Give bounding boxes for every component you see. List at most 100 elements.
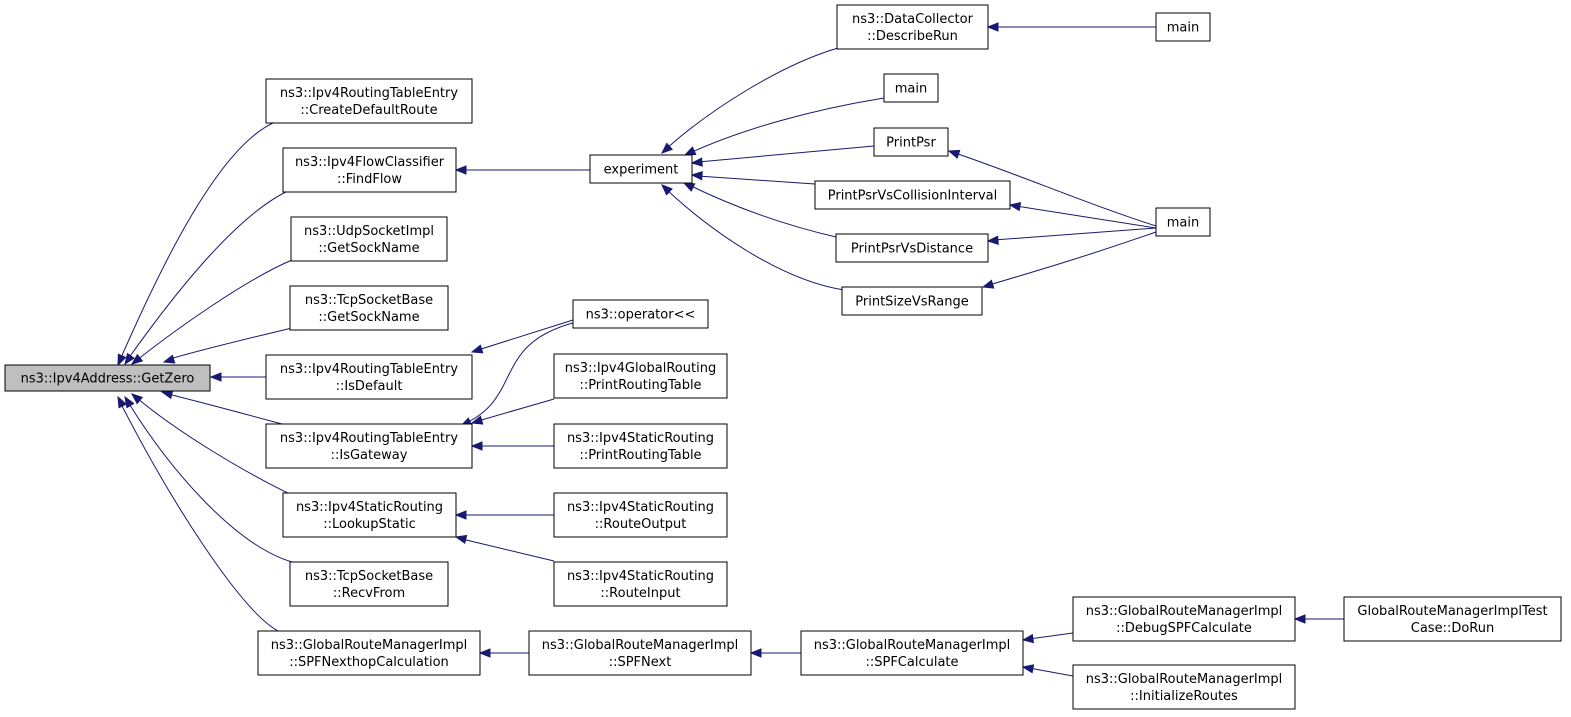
node-box bbox=[1155, 207, 1211, 237]
e-describerun-experiment-line bbox=[666, 47, 839, 149]
e-printsize-experiment-arrowhead bbox=[661, 184, 673, 196]
e-createdefaultroute-getzero bbox=[117, 122, 274, 367]
node-routeinput[interactable]: ns3::Ipv4StaticRouting::RouteInput bbox=[553, 561, 728, 607]
node-label: ::GetSockName bbox=[318, 310, 419, 325]
e-isgateway-getzero bbox=[160, 389, 283, 425]
node-label: ::SPFNext bbox=[609, 655, 672, 670]
e-routeoutput-lookupstatic-arrowhead bbox=[454, 510, 467, 520]
e-printsize-experiment bbox=[661, 184, 845, 291]
node-spfcalculate[interactable]: ns3::GlobalRouteManagerImpl::SPFCalculat… bbox=[800, 630, 1024, 676]
node-findflow[interactable]: ns3::Ipv4FlowClassifier::FindFlow bbox=[282, 147, 457, 193]
e-mainc-printpsrvsdist-arrowhead bbox=[986, 235, 999, 245]
e-printpsrvscol-experiment-line bbox=[697, 175, 816, 185]
node-printpsrvscollision[interactable]: PrintPsrVsCollisionInterval bbox=[814, 180, 1011, 210]
e-debugspf-spfcalculate-line bbox=[1028, 632, 1074, 640]
node-createdefaultroute[interactable]: ns3::Ipv4RoutingTableEntry::CreateDefaul… bbox=[265, 78, 473, 124]
e-isgateway-getzero-arrowhead bbox=[160, 389, 174, 400]
e-mainc-printpsrvscol bbox=[1008, 201, 1157, 229]
e-spfcalculate-spfnext-arrowhead bbox=[749, 648, 762, 658]
node-spfnexthop[interactable]: ns3::GlobalRouteManagerImpl::SPFNexthopC… bbox=[257, 630, 481, 676]
node-box bbox=[289, 285, 449, 331]
node-label: ns3::DataCollector bbox=[852, 12, 974, 27]
e-recvfrom-getzero-arrowhead bbox=[124, 395, 135, 409]
node-spfnext[interactable]: ns3::GlobalRouteManagerImpl::SPFNext bbox=[528, 630, 752, 676]
node-box bbox=[1155, 12, 1211, 42]
e-printpsrvsdist-experiment bbox=[682, 182, 837, 238]
e-createdefaultroute-getzero-arrowhead bbox=[117, 353, 127, 367]
e-mainc-printpsr bbox=[947, 149, 1157, 227]
node-main-c[interactable]: main bbox=[1155, 207, 1211, 237]
node-lookupstatic[interactable]: ns3::Ipv4StaticRouting::LookupStatic bbox=[282, 492, 457, 538]
e-printpsrvscol-experiment bbox=[690, 170, 816, 185]
e-mainc-printpsr-arrowhead bbox=[947, 149, 961, 159]
node-box bbox=[289, 561, 449, 607]
e-mainb-describerun bbox=[986, 22, 1156, 32]
e-lookupstatic-getzero bbox=[130, 393, 293, 496]
e-maina-experiment-arrowhead bbox=[683, 146, 697, 156]
node-debugspf[interactable]: ns3::GlobalRouteManagerImpl::DebugSPFCal… bbox=[1072, 596, 1296, 642]
node-label: ns3::Ipv4StaticRouting bbox=[567, 431, 714, 446]
node-label: ns3::Ipv4FlowClassifier bbox=[295, 155, 445, 170]
node-recvfrom[interactable]: ns3::TcpSocketBase::RecvFrom bbox=[289, 561, 449, 607]
node-tcp-getsockname[interactable]: ns3::TcpSocketBase::GetSockName bbox=[289, 285, 449, 331]
node-label: PrintSizeVsRange bbox=[855, 295, 968, 310]
node-box bbox=[1072, 596, 1296, 642]
node-label: Case::DoRun bbox=[1411, 621, 1494, 636]
node-printpsrvsdistance[interactable]: PrintPsrVsDistance bbox=[835, 233, 989, 263]
node-label: ::IsGateway bbox=[331, 448, 408, 463]
e-findflow-getzero-arrowhead bbox=[124, 352, 135, 366]
node-label: main bbox=[1167, 21, 1199, 36]
e-printpsr-experiment-line bbox=[697, 145, 875, 163]
e-mainc-printpsrvscol-line bbox=[1015, 205, 1157, 229]
e-isdefault-getzero-arrowhead bbox=[209, 372, 222, 382]
e-findflow-getzero bbox=[124, 189, 291, 366]
node-box bbox=[814, 180, 1011, 210]
node-box bbox=[528, 630, 752, 676]
node-routeoutput[interactable]: ns3::Ipv4StaticRouting::RouteOutput bbox=[553, 492, 728, 538]
e-operator-isdefault-arrowhead bbox=[470, 344, 484, 354]
node-box bbox=[835, 233, 989, 263]
node-box bbox=[265, 423, 473, 469]
node-describerun[interactable]: ns3::DataCollector::DescribeRun bbox=[836, 4, 989, 50]
node-box bbox=[4, 364, 211, 392]
node-printpsr[interactable]: PrintPsr bbox=[873, 127, 949, 157]
node-isgateway[interactable]: ns3::Ipv4RoutingTableEntry::IsGateway bbox=[265, 423, 473, 469]
node-box bbox=[553, 353, 728, 399]
node-box bbox=[257, 630, 481, 676]
node-label: ::SPFNexthopCalculation bbox=[289, 655, 449, 670]
node-label: ::RouteInput bbox=[600, 586, 680, 601]
e-createdefaultroute-getzero-line bbox=[119, 122, 274, 361]
e-staticprt-isgateway bbox=[470, 441, 554, 451]
node-label: main bbox=[1167, 216, 1199, 231]
e-spfnexthop-getzero bbox=[117, 395, 279, 632]
node-label: ns3::GlobalRouteManagerImpl bbox=[814, 638, 1011, 653]
node-label: ::LookupStatic bbox=[323, 517, 415, 532]
e-experiment-findflow-arrowhead bbox=[454, 165, 467, 175]
node-box bbox=[873, 127, 949, 157]
node-operator[interactable]: ns3::operator<< bbox=[572, 299, 709, 329]
node-main-a[interactable]: main bbox=[883, 73, 939, 103]
node-label: ::GetSockName bbox=[318, 241, 419, 256]
e-routeinput-lookupstatic-line bbox=[461, 538, 555, 562]
node-experiment[interactable]: experiment bbox=[589, 154, 693, 184]
node-isdefault[interactable]: ns3::Ipv4RoutingTableEntry::IsDefault bbox=[265, 354, 473, 400]
node-box bbox=[883, 73, 939, 103]
node-printsizevsrange[interactable]: PrintSizeVsRange bbox=[841, 286, 983, 316]
node-label: ns3::Ipv4StaticRouting bbox=[567, 569, 714, 584]
node-initializeroutes[interactable]: ns3::GlobalRouteManagerImpl::InitializeR… bbox=[1072, 664, 1296, 710]
node-label: ::SPFCalculate bbox=[865, 655, 958, 670]
e-routeinput-lookupstatic-arrowhead bbox=[454, 534, 468, 545]
e-operator-isgateway-line bbox=[465, 319, 586, 424]
node-label: ns3::UdpSocketImpl bbox=[304, 224, 434, 239]
node-main-b[interactable]: main bbox=[1155, 12, 1211, 42]
node-label: ns3::GlobalRouteManagerImpl bbox=[1086, 604, 1283, 619]
node-global-printroutingtable[interactable]: ns3::Ipv4GlobalRouting::PrintRoutingTabl… bbox=[553, 353, 728, 399]
e-udp-getzero-arrowhead bbox=[130, 353, 144, 365]
node-label: PrintPsrVsDistance bbox=[851, 242, 973, 257]
e-udp-getzero-line bbox=[136, 259, 293, 361]
node-udp-getsockname[interactable]: ns3::UdpSocketImpl::GetSockName bbox=[290, 216, 448, 262]
node-box bbox=[841, 286, 983, 316]
node-static-printroutingtable[interactable]: ns3::Ipv4StaticRouting::PrintRoutingTabl… bbox=[553, 423, 728, 469]
graph-nodes: ns3::Ipv4Address::GetZerons3::Ipv4Routin… bbox=[4, 4, 1562, 710]
